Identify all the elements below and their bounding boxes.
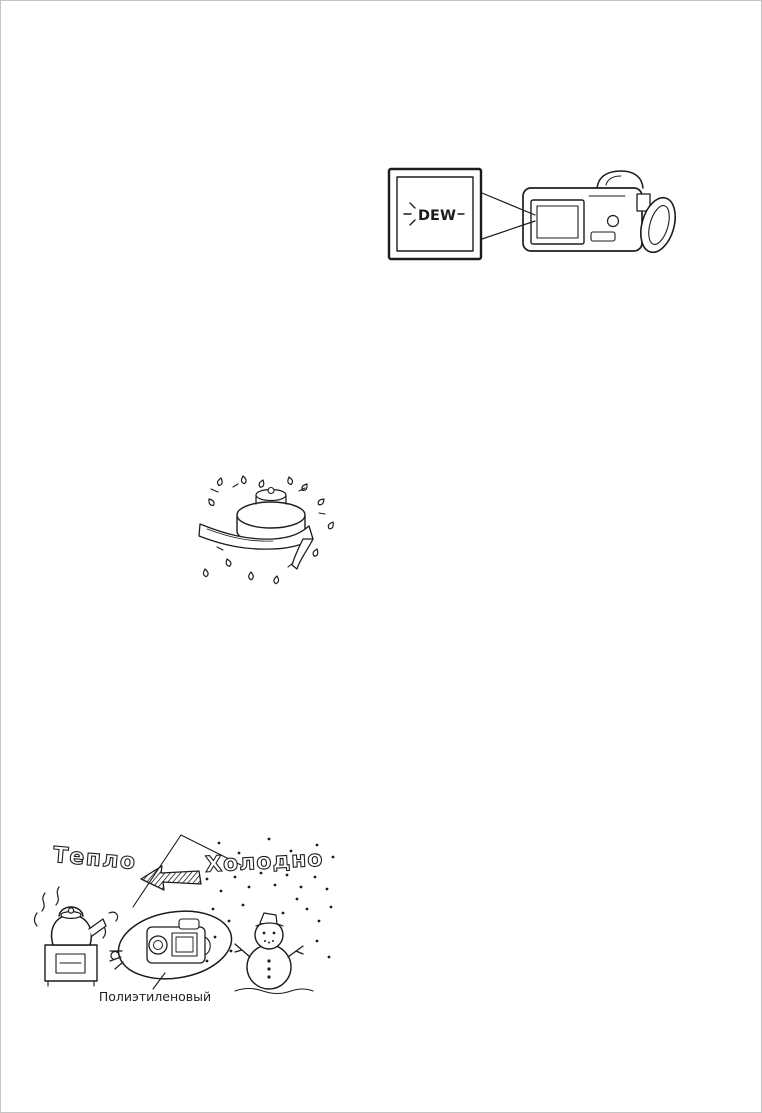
tape-ribbon	[198, 523, 314, 570]
blink-ticks-icon	[403, 202, 465, 226]
camcorder-top-handle	[596, 170, 644, 190]
warm-label: Тепло	[52, 843, 138, 875]
snowman-hat	[259, 912, 278, 925]
splash-ticks-icon	[210, 483, 326, 568]
dew-warning-illustration: DEW	[387, 167, 677, 261]
camcorder-control	[590, 231, 616, 242]
kettle-spout	[88, 918, 107, 937]
camcorder-button	[606, 214, 620, 228]
camera-lens	[148, 935, 168, 955]
snow-dots	[205, 837, 335, 963]
snowman	[234, 912, 314, 995]
dew-label: DEW	[418, 208, 456, 224]
temperature-transition-illustration: Тепло Холодно Полиэтиленовый	[33, 834, 335, 1004]
kettle-on-stove	[33, 886, 119, 987]
ground-line	[234, 987, 314, 995]
bag-knot	[109, 950, 124, 970]
caption-leader-line	[152, 972, 166, 990]
callout-lines	[481, 192, 536, 240]
viewfinder	[636, 193, 651, 212]
tv-screen	[387, 167, 483, 261]
bag-caption: Полиэтиленовый	[99, 989, 211, 1004]
left-arrow-icon	[140, 865, 202, 891]
kettle-body	[50, 914, 92, 946]
steam-lines	[33, 886, 119, 939]
camera-in-bag	[146, 918, 211, 964]
kettle-handle	[58, 906, 84, 917]
cold-label: Холодно	[204, 847, 324, 878]
snowman-arms	[234, 943, 304, 958]
condensation-drum-illustration	[198, 475, 336, 585]
camcorder-illustration	[522, 170, 677, 254]
